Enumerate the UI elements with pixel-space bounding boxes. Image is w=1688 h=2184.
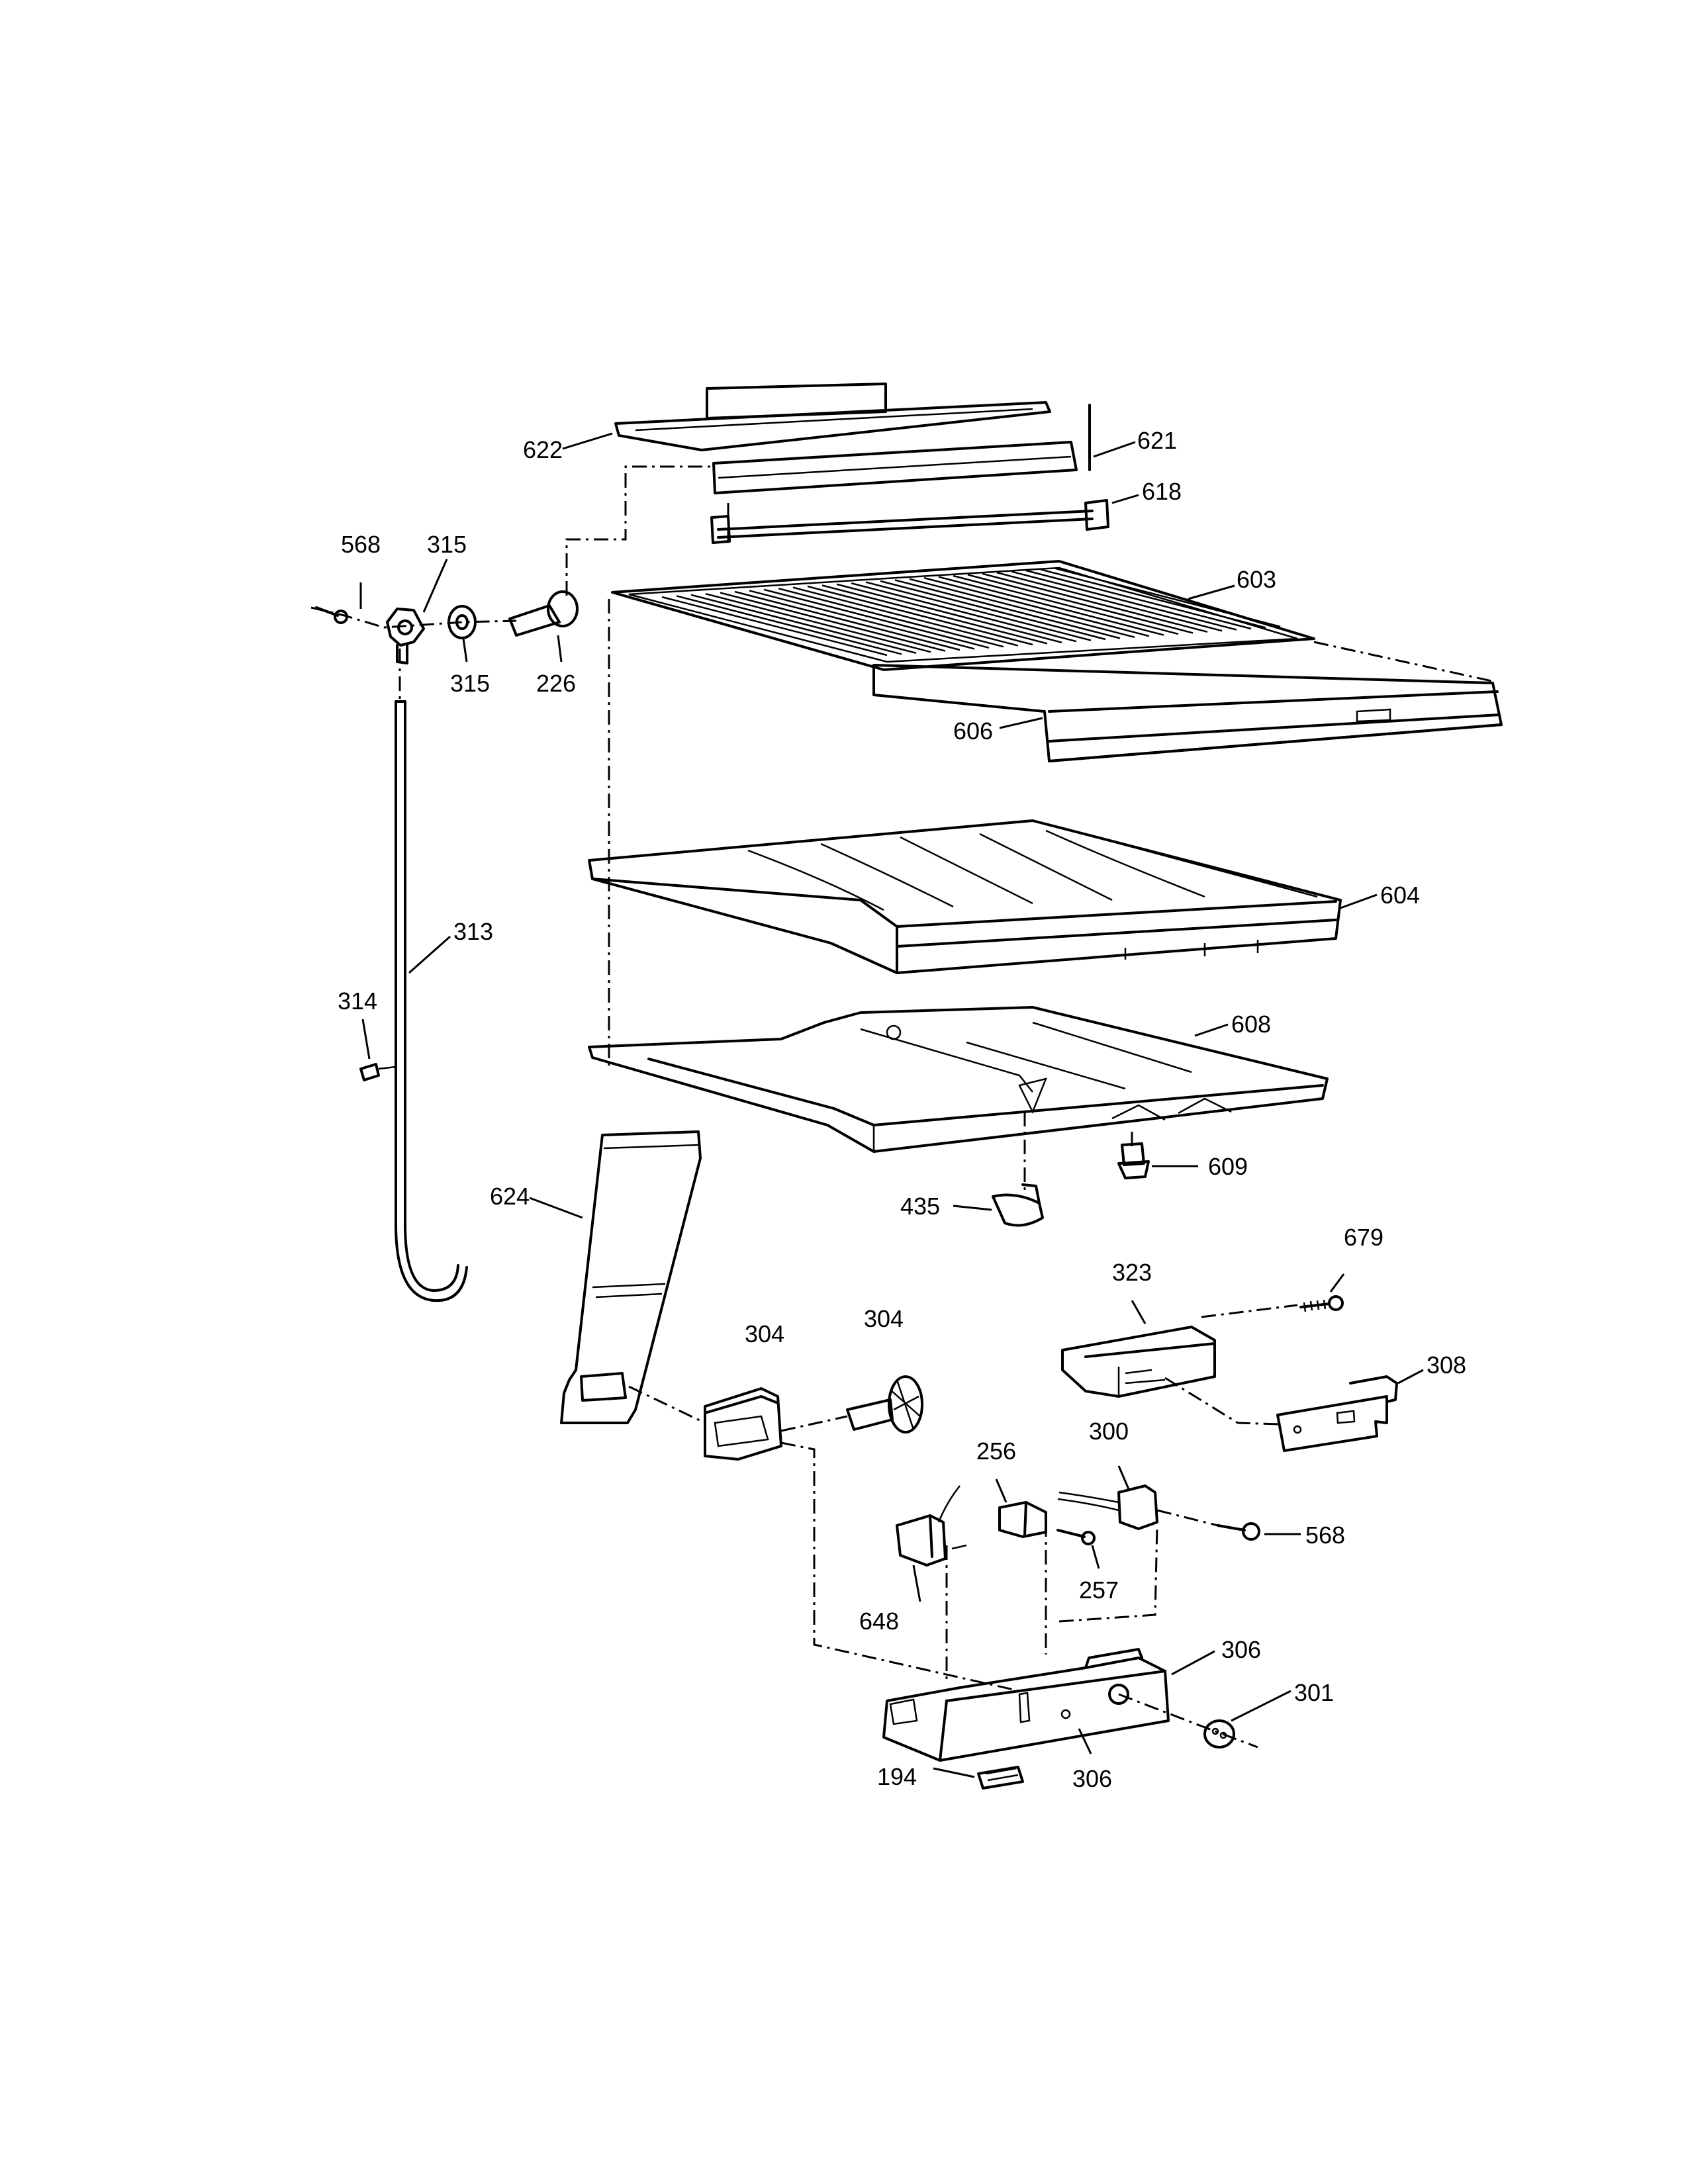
shelf-rib bbox=[880, 580, 1106, 641]
label-622: 622 bbox=[523, 436, 563, 463]
shelf-rib bbox=[778, 587, 1004, 648]
part-609-clip bbox=[1117, 1142, 1150, 1179]
part-435-knob bbox=[992, 1183, 1044, 1227]
shelf-rib bbox=[836, 583, 1062, 644]
part-306-housing bbox=[882, 1648, 1170, 1762]
part-194-cover bbox=[977, 1766, 1024, 1790]
label-604: 604 bbox=[1380, 882, 1420, 909]
part-323-bracket bbox=[1061, 1326, 1216, 1398]
part-603-shelf bbox=[611, 560, 1315, 671]
part-679-screw bbox=[1299, 1295, 1344, 1312]
shelf-rib bbox=[923, 576, 1150, 637]
label-648: 648 bbox=[859, 1608, 899, 1635]
part-315-bracket bbox=[386, 608, 425, 664]
part-256-button bbox=[998, 1501, 1047, 1538]
label-300: 300 bbox=[1089, 1418, 1129, 1445]
shelf-rib bbox=[996, 571, 1223, 632]
part-314-clip bbox=[359, 1063, 397, 1081]
label-315: 315 bbox=[450, 670, 490, 697]
label-314: 314 bbox=[338, 987, 377, 1015]
part-257-screw bbox=[1056, 1529, 1096, 1545]
shelf-rib bbox=[763, 588, 990, 649]
assembly-lines bbox=[310, 465, 1495, 1749]
shelf-rib bbox=[807, 585, 1033, 646]
label-435: 435 bbox=[900, 1193, 940, 1220]
label-608: 608 bbox=[1231, 1011, 1271, 1038]
shelf-rib bbox=[865, 581, 1092, 641]
label-194: 194 bbox=[877, 1763, 917, 1790]
label-256: 256 bbox=[976, 1437, 1016, 1465]
label-304: 304 bbox=[745, 1320, 784, 1347]
label-315: 315 bbox=[427, 531, 467, 558]
label-621: 621 bbox=[1137, 427, 1177, 454]
shelf-rib bbox=[690, 594, 917, 655]
label-313: 313 bbox=[453, 918, 493, 945]
part-300-switch bbox=[1057, 1484, 1158, 1530]
shelf-rib bbox=[661, 596, 888, 657]
label-568: 568 bbox=[1305, 1522, 1345, 1549]
shelf-rib bbox=[676, 595, 902, 655]
part-648-switch bbox=[896, 1485, 967, 1567]
label-304: 304 bbox=[864, 1305, 904, 1332]
shelf-rib bbox=[982, 572, 1208, 633]
part-568-screw-right bbox=[1217, 1522, 1260, 1541]
shelf-rib bbox=[894, 579, 1121, 639]
shelf-rib bbox=[1025, 569, 1252, 630]
part-622-cover bbox=[614, 383, 1051, 451]
part-606-frame bbox=[872, 664, 1503, 762]
label-603: 603 bbox=[1237, 566, 1276, 593]
shelf-rib bbox=[909, 578, 1135, 639]
label-568: 568 bbox=[341, 531, 381, 558]
part-304-knob bbox=[846, 1375, 923, 1433]
part-608-pan bbox=[588, 1006, 1329, 1153]
shelf-rib bbox=[792, 586, 1019, 647]
label-606: 606 bbox=[953, 717, 993, 745]
label-306: 306 bbox=[1072, 1765, 1112, 1792]
shelf-rib bbox=[720, 592, 946, 652]
part-308-plate bbox=[1276, 1375, 1398, 1452]
label-624: 624 bbox=[490, 1183, 530, 1210]
shelf-rib bbox=[705, 592, 931, 653]
label-323: 323 bbox=[1112, 1259, 1152, 1286]
shelf-rib bbox=[734, 590, 961, 651]
part-621-rail bbox=[712, 404, 1091, 494]
shelf-rib bbox=[1055, 567, 1281, 628]
shelf-rib bbox=[967, 574, 1194, 634]
label-308: 308 bbox=[1427, 1351, 1466, 1379]
label-306: 306 bbox=[1221, 1636, 1261, 1663]
part-624-bracket bbox=[560, 1130, 702, 1424]
label-609: 609 bbox=[1208, 1153, 1248, 1180]
shelf-rib bbox=[1011, 570, 1237, 631]
shelf-rib bbox=[851, 582, 1077, 643]
shelf-rib bbox=[953, 574, 1179, 635]
part-313-tube bbox=[395, 700, 468, 1302]
part-226-bushing bbox=[508, 590, 579, 637]
label-257: 257 bbox=[1079, 1576, 1119, 1604]
label-301: 301 bbox=[1294, 1679, 1334, 1706]
shelf-rib bbox=[749, 590, 975, 650]
shelf-rib bbox=[821, 584, 1048, 645]
shelf-rib bbox=[938, 576, 1164, 636]
part-604-pan-cover bbox=[588, 819, 1342, 974]
part-labels: 622 621 618 568 315 315 226 603 606 604 … bbox=[338, 427, 1466, 1792]
label-679: 679 bbox=[1344, 1224, 1383, 1251]
label-226: 226 bbox=[536, 670, 576, 697]
label-618: 618 bbox=[1142, 478, 1182, 505]
part-618-rod bbox=[710, 499, 1109, 544]
leader-lines bbox=[359, 432, 1424, 1778]
part-301-knob bbox=[1203, 1719, 1235, 1749]
part-304-housing bbox=[704, 1387, 782, 1461]
shelf-rib bbox=[1040, 569, 1266, 629]
